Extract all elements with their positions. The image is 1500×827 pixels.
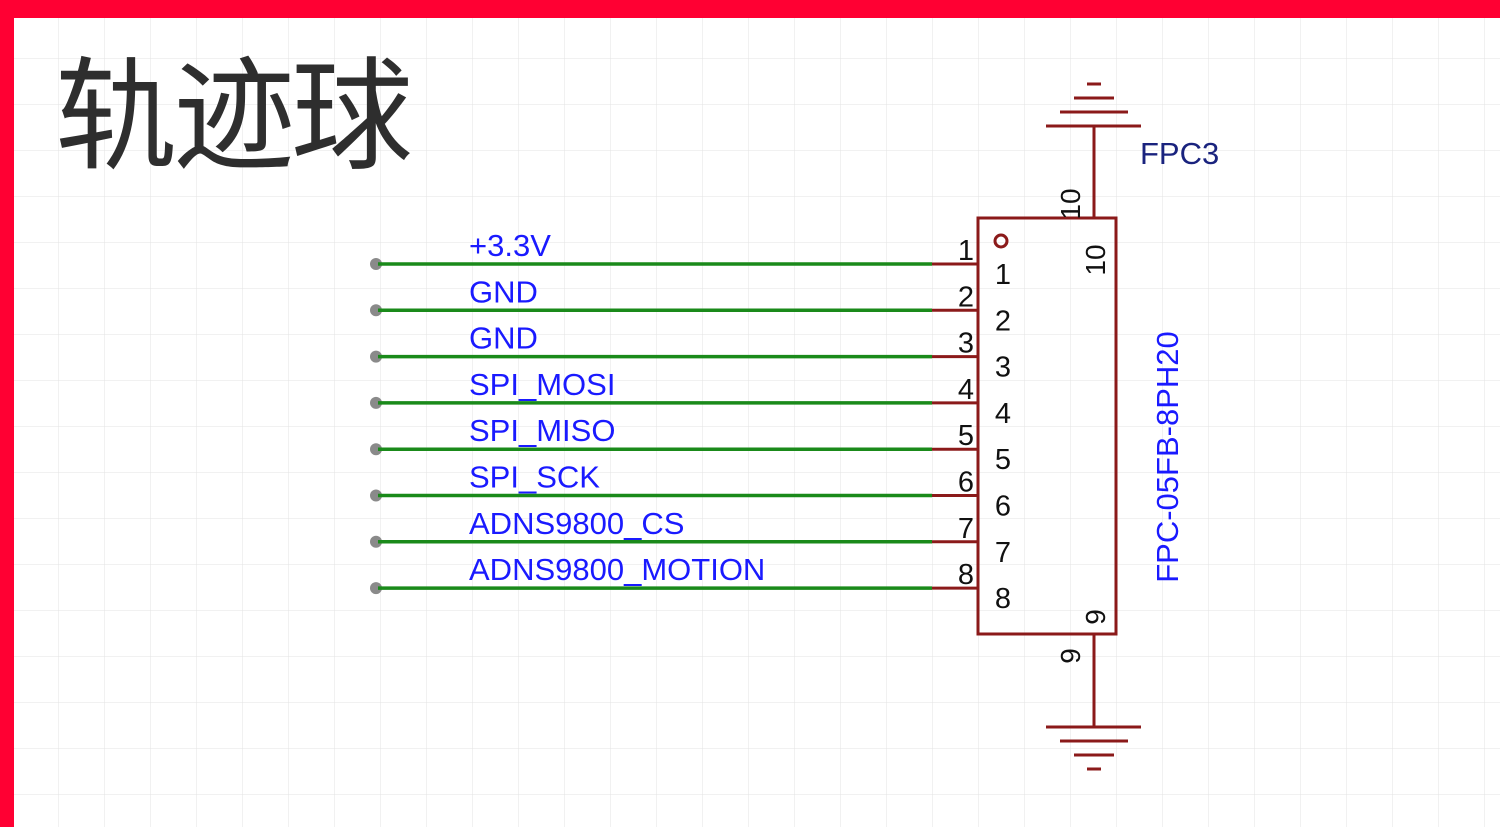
pin-number-inner: 1: [995, 259, 1011, 291]
net-label: ADNS9800_CS: [469, 506, 684, 541]
grid-background: [12, 16, 1500, 827]
net-label: GND: [469, 321, 538, 356]
net-endpoint[interactable]: [370, 258, 382, 270]
pin9-inner-number: 9: [1080, 609, 1111, 625]
net-endpoint[interactable]: [370, 304, 382, 317]
pin-number-inner: 7: [995, 537, 1011, 569]
net-endpoint[interactable]: [370, 582, 382, 595]
net-label: SPI_MISO: [469, 413, 615, 448]
net-label: ADNS9800_MOTION: [469, 552, 765, 587]
pin-number-inner: 8: [995, 583, 1011, 615]
net-endpoint[interactable]: [370, 350, 382, 363]
pin10-inner-number: 10: [1080, 244, 1111, 275]
pin-number-outer: 6: [958, 467, 974, 499]
pin-number-inner: 3: [995, 352, 1011, 384]
pin-number-outer: 3: [958, 328, 974, 360]
pin-number-outer: 2: [958, 281, 974, 313]
net-endpoint[interactable]: [370, 396, 382, 409]
component-designator: FPC3: [1140, 136, 1219, 171]
net-label: SPI_SCK: [469, 460, 600, 495]
pin-number-outer: 7: [958, 513, 974, 545]
frame-top: [0, 0, 1500, 18]
net-label: SPI_MOSI: [469, 367, 615, 402]
pin-number-inner: 5: [995, 444, 1011, 476]
inner-pin-numbers: 1 2 3 4 5 6 7 8: [995, 259, 1011, 615]
net-endpoint[interactable]: [370, 489, 382, 502]
net-label: +3.3V: [469, 228, 551, 263]
pin-number-outer: 1: [958, 235, 974, 267]
pin9-outer-number: 9: [1055, 648, 1086, 664]
page-title: 轨迹球: [55, 46, 413, 188]
pin-number-inner: 6: [995, 491, 1011, 523]
pin-number-outer: 8: [958, 559, 974, 591]
net-endpoint[interactable]: [370, 443, 382, 456]
pin-number-inner: 4: [995, 398, 1011, 430]
frame-left: [0, 0, 14, 827]
net-endpoint[interactable]: [370, 535, 382, 548]
pin1-marker: [993, 233, 1009, 249]
pin10-outer-number: 10: [1055, 188, 1086, 219]
pin-number-inner: 2: [995, 305, 1011, 337]
net-label: GND: [469, 274, 538, 309]
pin-number-outer: 5: [958, 420, 974, 452]
component-body[interactable]: [976, 216, 1118, 636]
component-part-number: FPC-05FB-8PH20: [1150, 331, 1185, 583]
pin-number-outer: 4: [958, 374, 974, 406]
